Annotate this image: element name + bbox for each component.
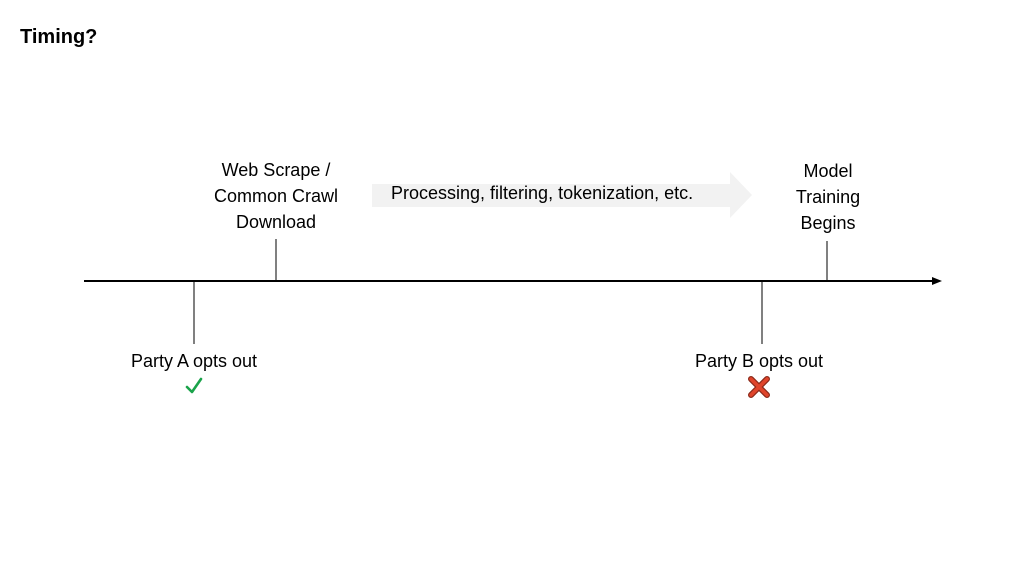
process-arrow-shape (372, 172, 752, 218)
process-arrow-label: Processing, filtering, tokenization, etc… (391, 183, 694, 203)
event-line: Begins (800, 213, 856, 233)
event-line: Download (235, 212, 317, 232)
event-line: Model (803, 161, 853, 181)
event-line: Training (795, 187, 861, 207)
event-party-b: Party B opts out (694, 351, 824, 371)
event-party-a: Party A opts out (130, 351, 258, 371)
timeline-axis-arrowhead (932, 277, 942, 285)
event-web-scrape: Web Scrape / Common Crawl Download (196, 157, 356, 235)
cross-icon (748, 376, 770, 398)
check-icon (185, 377, 203, 394)
event-line: Common Crawl (213, 186, 339, 206)
slide-title: Timing? (20, 26, 98, 48)
event-line: Web Scrape / (221, 160, 331, 180)
event-model-training: Model Training Begins (778, 158, 878, 236)
